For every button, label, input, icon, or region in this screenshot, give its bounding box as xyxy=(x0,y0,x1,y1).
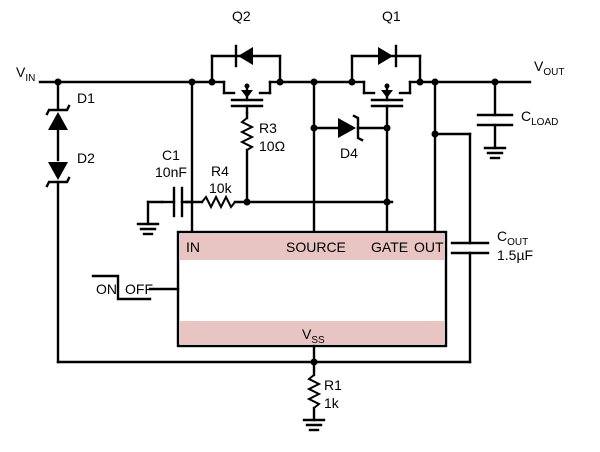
on-label: ON xyxy=(96,281,117,297)
vin-label: VIN xyxy=(16,64,35,84)
capacitor-c1: C1 10nF xyxy=(136,147,192,236)
r4-label: R4 xyxy=(211,163,229,179)
pin-in-label: IN xyxy=(186,239,200,255)
out-wire xyxy=(431,80,472,245)
r1-value: 1k xyxy=(324,395,340,411)
r1-label: R1 xyxy=(324,377,342,393)
source-wire xyxy=(310,80,318,234)
c1-value: 10nF xyxy=(155,164,187,180)
r3-value: 10Ω xyxy=(259,138,285,154)
q2-label: Q2 xyxy=(232,8,251,24)
c1-label: C1 xyxy=(162,147,180,163)
zener-d4: D4 xyxy=(312,114,391,161)
resistor-r3: R3 10Ω xyxy=(239,111,285,206)
resistor-r4: R4 10k xyxy=(184,163,394,210)
pin-source-label: SOURCE xyxy=(286,239,346,255)
controller-ic: IN SOURCE GATE OUT VSS xyxy=(176,230,448,348)
vout-label: VOUT xyxy=(534,58,564,78)
d2-label: D2 xyxy=(77,150,95,166)
r4-value: 10k xyxy=(209,180,233,196)
vss-ground-path: R1 1k xyxy=(56,344,472,432)
ic-top-band xyxy=(180,234,444,260)
vss-label: VSS xyxy=(302,326,325,346)
zener-d1-d2: D1 D2 xyxy=(45,80,95,364)
d1-label: D1 xyxy=(77,90,95,106)
pin-gate-label: GATE xyxy=(371,239,408,255)
cout-value: 1.5µF xyxy=(497,247,533,263)
cload-label: CLOAD xyxy=(521,108,558,128)
d4-label: D4 xyxy=(340,145,358,161)
on-off-control: ON OFF xyxy=(91,274,180,301)
ic-bottom-band xyxy=(180,321,444,344)
pin-out-label: OUT xyxy=(414,239,444,255)
q1-label: Q1 xyxy=(382,8,401,24)
r3-label: R3 xyxy=(259,120,277,136)
transistor-q2: Q2 xyxy=(210,8,282,115)
transistor-q1: Q1 xyxy=(350,8,422,232)
off-label: OFF xyxy=(125,281,153,297)
cout-label: COUT xyxy=(497,228,528,248)
capacitor-cout: COUT 1.5µF xyxy=(450,228,533,364)
capacitor-cload: CLOAD xyxy=(476,80,558,160)
